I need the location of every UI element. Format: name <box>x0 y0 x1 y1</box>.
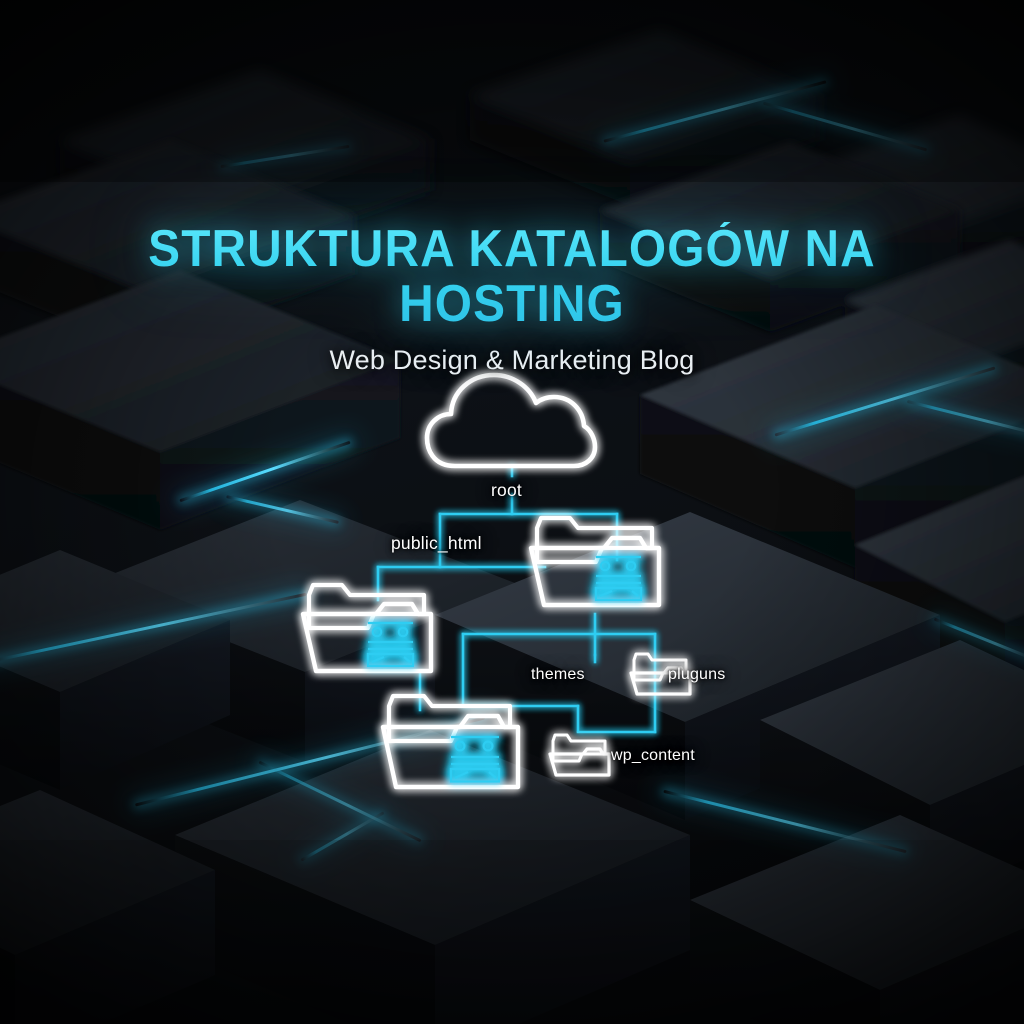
page-title: STRUKTURA KATALOGÓW NA HOSTING <box>41 222 983 331</box>
page-subtitle: Web Design & Marketing Blog <box>329 345 695 376</box>
cloud-icon <box>424 372 598 469</box>
folder-server-icon-left <box>300 582 434 674</box>
node-label-pluguns: pluguns <box>668 666 726 683</box>
folder-server-icon-right <box>528 515 662 608</box>
folder-server-icon-bottom <box>380 693 521 790</box>
header: STRUKTURA KATALOGÓW NA HOSTING Web Desig… <box>0 222 1024 376</box>
node-label-public-html: public_html <box>391 533 482 553</box>
node-label-themes: themes <box>531 666 585 683</box>
node-label-wp-content: wp_content <box>611 747 695 764</box>
node-label-root: root <box>491 480 522 500</box>
folder-icon-wp-content <box>548 733 611 777</box>
